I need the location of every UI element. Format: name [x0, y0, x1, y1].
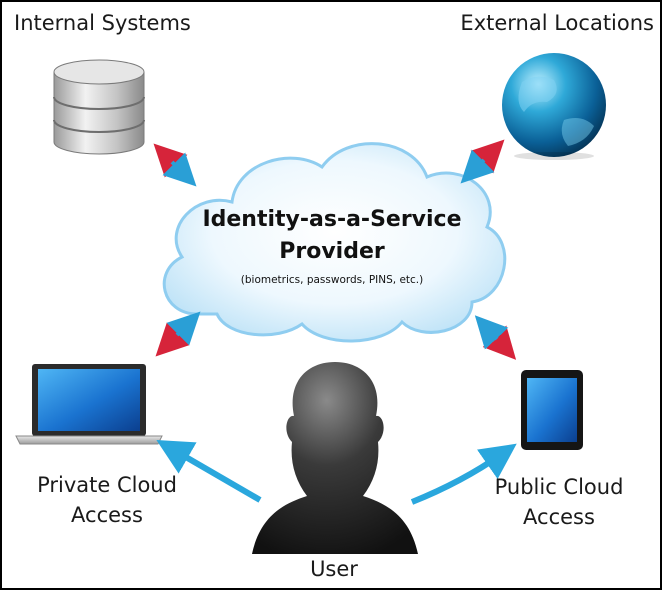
- arrow-database-cloud: [153, 143, 197, 187]
- cloud-title-line1: Identity-as-a-Service: [202, 207, 462, 232]
- user-label: User: [310, 557, 358, 581]
- private-cloud-line1: Private Cloud: [37, 473, 177, 497]
- arrow-user-public-cloud: [410, 443, 517, 505]
- public-cloud-access-label: Public Cloud Access: [464, 472, 654, 532]
- arrow-globe-cloud: [460, 139, 505, 184]
- globe-icon: [502, 53, 606, 160]
- user-silhouette-icon: [252, 362, 418, 554]
- private-cloud-line2: Access: [71, 503, 143, 527]
- database-icon: [53, 59, 145, 155]
- arrow-user-private-cloud: [156, 440, 262, 503]
- cloud-title-line2: Provider: [279, 239, 385, 264]
- tablet-icon: [521, 370, 583, 450]
- laptop-icon: [15, 364, 163, 445]
- public-cloud-line2: Access: [523, 505, 595, 529]
- arrow-tablet-cloud: [474, 315, 517, 360]
- arrow-laptop-cloud: [155, 311, 201, 357]
- external-locations-label: External Locations: [460, 11, 654, 35]
- cloud-label: Identity-as-a-Service Provider (biometri…: [172, 204, 492, 290]
- cloud-subtitle: (biometrics, passwords, PINS, etc.): [240, 274, 424, 286]
- private-cloud-access-label: Private Cloud Access: [12, 470, 202, 530]
- internal-systems-label: Internal Systems: [14, 11, 191, 35]
- public-cloud-line1: Public Cloud: [494, 475, 624, 499]
